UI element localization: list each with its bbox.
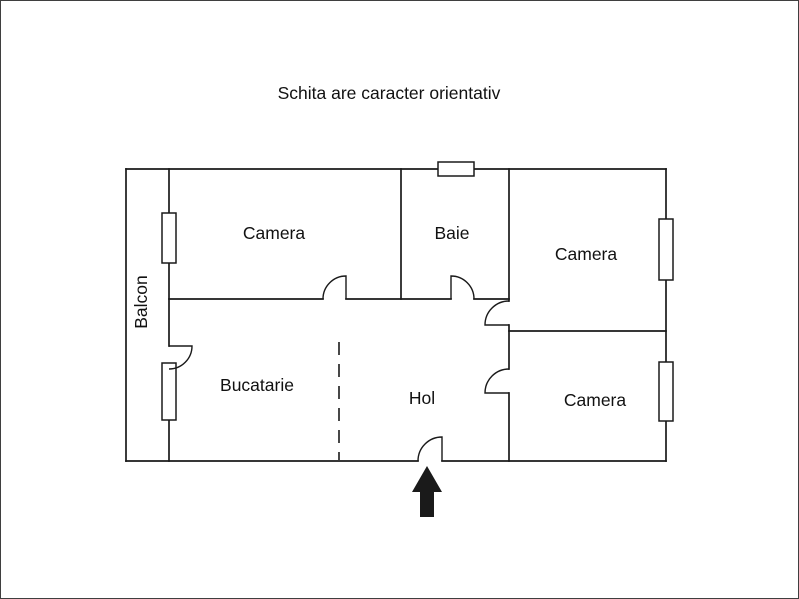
room-label-balcon: Balcon bbox=[131, 275, 151, 329]
room-label-bucatarie: Bucatarie bbox=[220, 375, 294, 395]
room-label-camera-top-left: Camera bbox=[243, 223, 306, 243]
entrance-arrow-icon bbox=[412, 466, 442, 517]
page-title: Schita are caracter orientativ bbox=[278, 83, 501, 103]
door-camera-top-left bbox=[322, 275, 347, 300]
window-balcon-top bbox=[161, 212, 177, 264]
door-baie bbox=[450, 275, 475, 300]
window-right-bottom bbox=[658, 361, 674, 422]
walls bbox=[125, 168, 667, 462]
window-right-top bbox=[658, 218, 674, 281]
room-label-hol: Hol bbox=[409, 388, 435, 408]
door-camera-bottom-right bbox=[484, 368, 510, 394]
room-label-camera-top-right: Camera bbox=[555, 244, 618, 264]
door-camera-top-right bbox=[484, 300, 510, 326]
windows bbox=[161, 161, 674, 422]
window-baie bbox=[437, 161, 475, 177]
door-balcon bbox=[168, 345, 193, 370]
room-label-baie: Baie bbox=[434, 223, 469, 243]
doors bbox=[168, 275, 510, 462]
door-entrance bbox=[417, 436, 443, 462]
room-label-camera-bottom-right: Camera bbox=[564, 390, 627, 410]
window-balcon-bottom bbox=[161, 362, 177, 421]
